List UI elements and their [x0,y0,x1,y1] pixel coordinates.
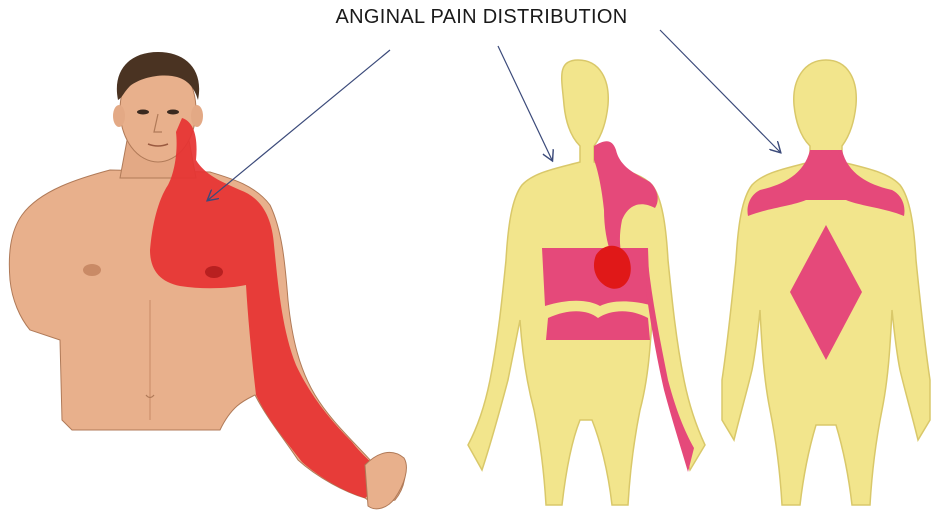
arrow-to-back-figure [660,30,780,152]
left-nipple [83,264,101,276]
left-eye [137,110,149,115]
pointer-arrows [208,30,780,200]
left-ear [113,105,125,127]
realistic-torso-figure [9,52,406,509]
right-eye [167,110,179,115]
realistic-hand [365,452,406,508]
right-nipple [205,266,223,278]
back-body-figure [722,60,930,505]
arrow-to-front-figure [498,46,552,160]
arrow-to-realistic-figure [208,50,390,200]
right-ear [191,105,203,127]
front-body-figure [468,60,705,505]
